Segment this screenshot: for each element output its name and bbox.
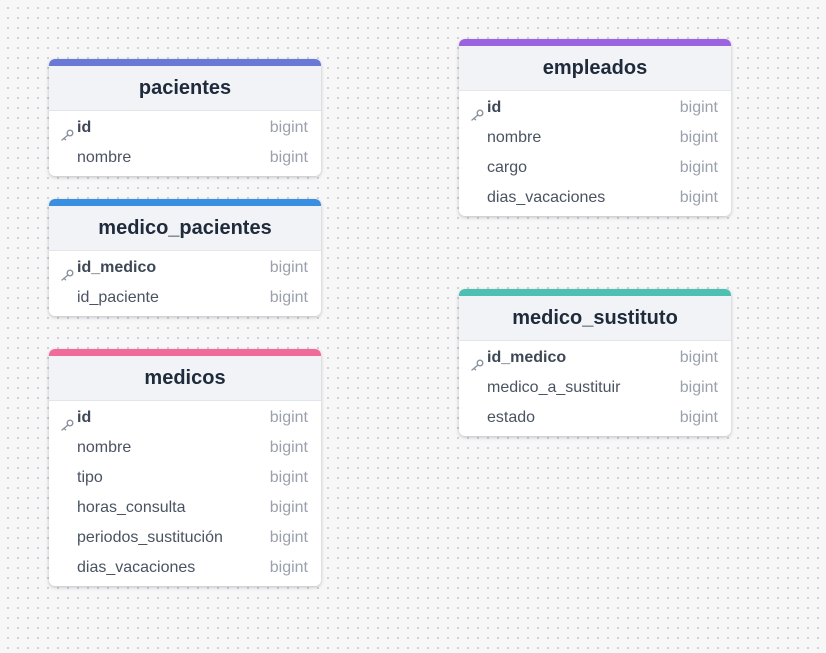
column-type: bigint — [269, 469, 308, 486]
column-name: dias_vacaciones — [487, 189, 606, 206]
column-name: id — [77, 409, 92, 426]
table-color-bar — [49, 349, 321, 356]
column-type: bigint — [679, 409, 718, 426]
column-type: bigint — [679, 159, 718, 176]
key-icon — [60, 122, 74, 141]
column-row[interactable]: periodos_sustitución bigint — [49, 523, 321, 553]
table-empleados[interactable]: empleados id bigint nombre bigint cargo bigint… — [459, 39, 731, 216]
column-row[interactable]: nombre bigint — [49, 143, 321, 173]
column-row[interactable]: id bigint — [49, 113, 321, 143]
column-name: cargo — [487, 159, 528, 176]
column-row[interactable]: estado bigint — [459, 403, 731, 433]
column-row[interactable]: dias_vacaciones bigint — [459, 183, 731, 213]
table-color-bar — [459, 289, 731, 296]
column-type: bigint — [679, 129, 718, 146]
key-icon — [60, 262, 74, 281]
column-name: nombre — [77, 149, 132, 166]
column-row[interactable]: cargo bigint — [459, 153, 731, 183]
column-row[interactable]: medico_a_sustituir bigint — [459, 373, 731, 403]
column-row[interactable]: id_paciente bigint — [49, 283, 321, 313]
column-row[interactable]: nombre bigint — [49, 433, 321, 463]
column-name: id_medico — [487, 349, 567, 366]
column-row[interactable]: nombre bigint — [459, 123, 731, 153]
column-row[interactable]: id_medico bigint — [459, 343, 731, 373]
table-title[interactable]: medicos — [49, 356, 321, 401]
table-pacientes[interactable]: pacientes id bigint nombre bigint — [49, 59, 321, 176]
column-name: periodos_sustitución — [77, 529, 223, 546]
column-name: medico_a_sustituir — [487, 379, 621, 396]
column-type: bigint — [269, 529, 308, 546]
column-name: estado — [487, 409, 536, 426]
column-type: bigint — [269, 289, 308, 306]
column-type: bigint — [269, 499, 308, 516]
table-title[interactable]: medico_sustituto — [459, 296, 731, 341]
key-icon — [60, 412, 74, 431]
column-name: nombre — [487, 129, 542, 146]
table-color-bar — [49, 59, 321, 66]
column-name: dias_vacaciones — [77, 559, 196, 576]
column-name: nombre — [77, 439, 132, 456]
column-type: bigint — [269, 439, 308, 456]
column-row[interactable]: tipo bigint — [49, 463, 321, 493]
table-color-bar — [49, 199, 321, 206]
column-type: bigint — [679, 379, 718, 396]
column-row[interactable]: horas_consulta bigint — [49, 493, 321, 523]
column-type: bigint — [269, 119, 308, 136]
column-type: bigint — [679, 99, 718, 116]
column-row[interactable]: id bigint — [49, 403, 321, 433]
column-name: id_medico — [77, 259, 157, 276]
column-type: bigint — [679, 189, 718, 206]
key-icon — [470, 102, 484, 121]
column-list: id bigint nombre bigint — [49, 111, 321, 176]
column-type: bigint — [269, 559, 308, 576]
column-name: tipo — [77, 469, 103, 486]
column-type: bigint — [269, 149, 308, 166]
table-color-bar — [459, 39, 731, 46]
column-name: id_paciente — [77, 289, 159, 306]
table-title[interactable]: medico_pacientes — [49, 206, 321, 251]
column-name: id — [77, 119, 92, 136]
column-type: bigint — [269, 259, 308, 276]
column-name: id — [487, 99, 502, 116]
column-row[interactable]: id bigint — [459, 93, 731, 123]
key-icon — [470, 352, 484, 371]
column-row[interactable]: dias_vacaciones bigint — [49, 553, 321, 583]
column-name: horas_consulta — [77, 499, 186, 516]
column-type: bigint — [269, 409, 308, 426]
table-title[interactable]: empleados — [459, 46, 731, 91]
column-row[interactable]: id_medico bigint — [49, 253, 321, 283]
table-title[interactable]: pacientes — [49, 66, 321, 111]
column-type: bigint — [679, 349, 718, 366]
